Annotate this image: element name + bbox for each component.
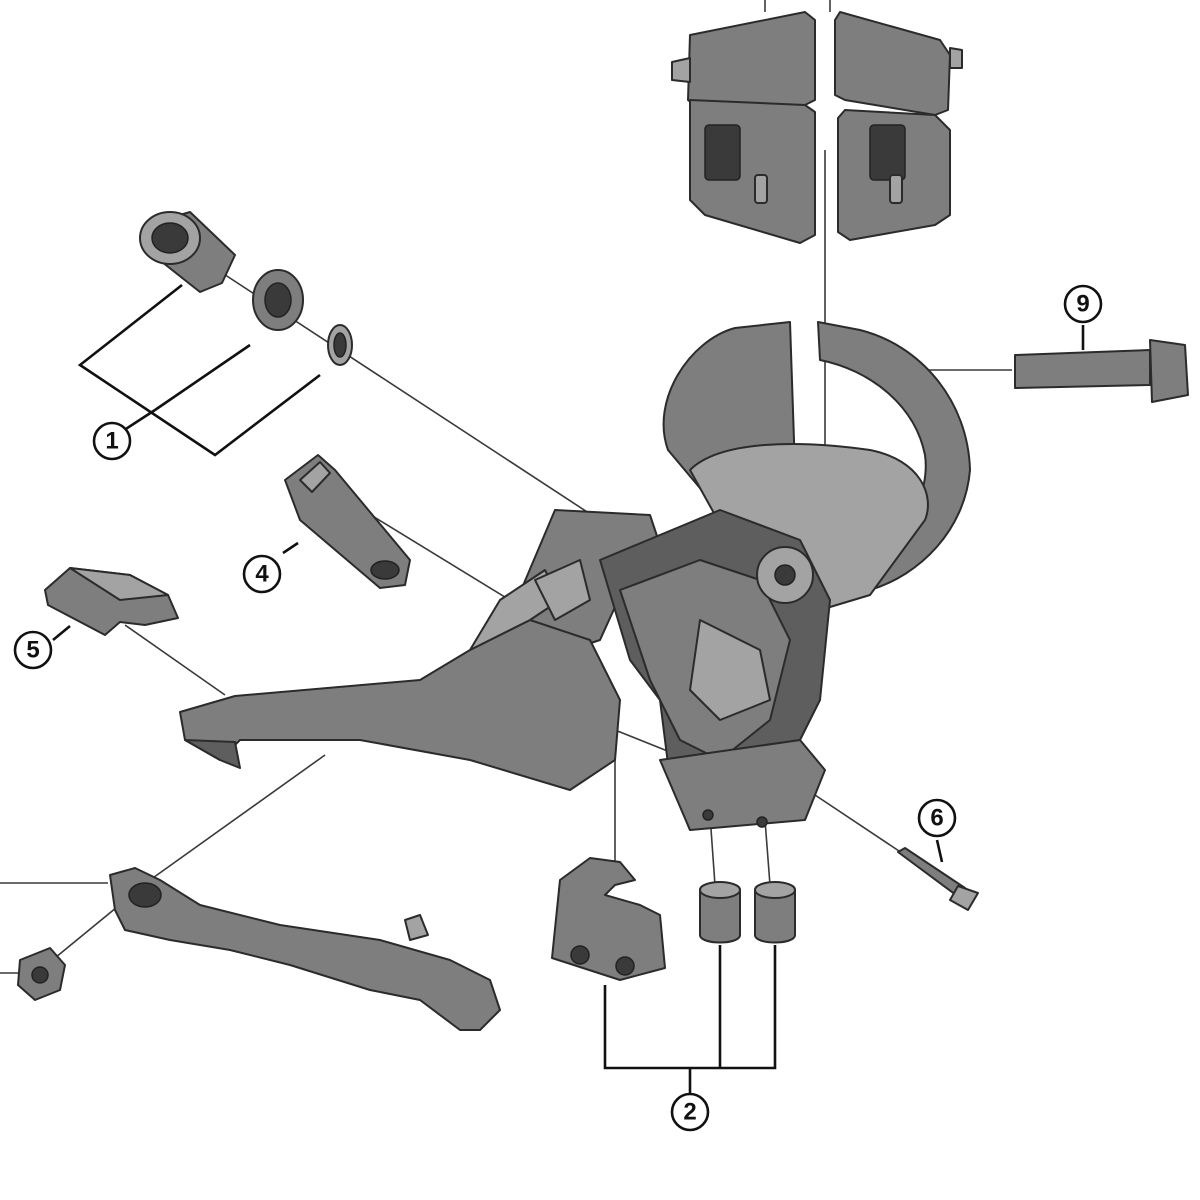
derailleur-body	[179, 321, 971, 831]
callout-9: 9	[1063, 284, 1103, 324]
callout-2: 2	[670, 1092, 710, 1132]
svg-text:6: 6	[930, 805, 943, 832]
fixing-screw	[17, 947, 66, 1001]
svg-text:5: 5	[26, 637, 39, 664]
inner-chain-guide	[109, 867, 501, 1031]
svg-text:1: 1	[105, 428, 118, 455]
callout-4: 4	[242, 554, 282, 594]
svg-text:2: 2	[683, 1099, 696, 1126]
svg-text:4: 4	[255, 561, 269, 588]
part-1-bushing-set	[139, 211, 353, 366]
part-9-bolt	[1014, 339, 1189, 403]
clamp-band-upper	[671, 11, 963, 244]
svg-text:9: 9	[1076, 291, 1089, 318]
callout-5: 5	[13, 630, 53, 670]
part-5-cap	[44, 567, 179, 636]
callout-6: 6	[917, 798, 957, 838]
part-2-bracket-spacers	[551, 857, 796, 981]
part-6-pin	[897, 847, 979, 911]
callout-1: 1	[92, 421, 132, 461]
part-4-adjuster	[284, 454, 411, 589]
